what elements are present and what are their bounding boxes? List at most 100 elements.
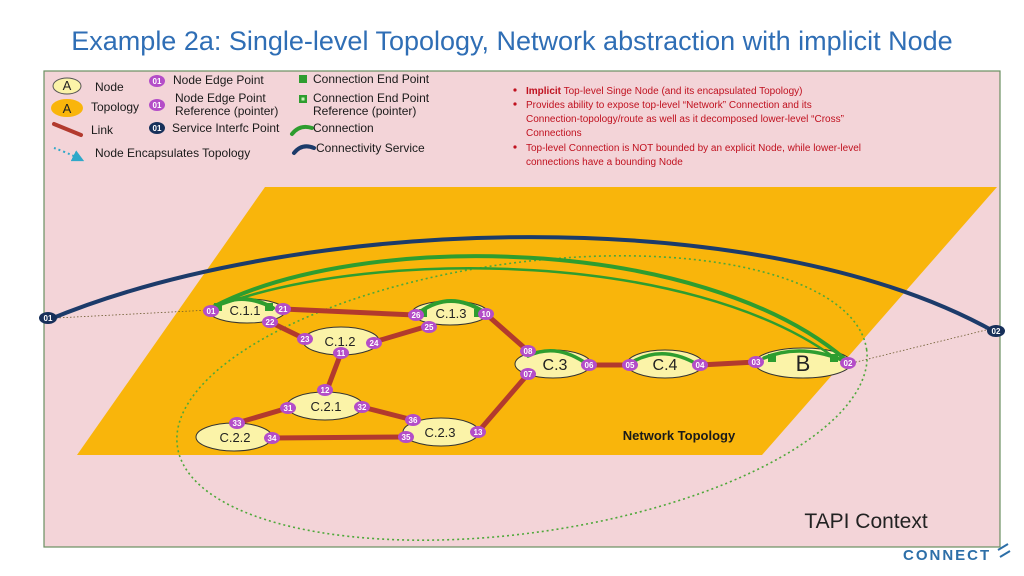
link-c21-c23 [359,404,416,423]
cep-c13-b[interactable] [474,309,482,317]
link-c13-c3 [483,311,531,354]
tapi-context-label: TAPI Context [804,510,927,533]
sip-right-label: 02 [992,327,1001,336]
nep-01-label: 01 [207,307,216,316]
nep-06[interactable] [581,359,597,371]
nep-22[interactable] [262,316,278,328]
nep-03[interactable] [748,356,764,368]
encapsulation-boundary [176,255,868,541]
legend-sip-key: 01 [153,124,162,133]
node-c21-label: C.2.1 [310,399,341,414]
nep-31[interactable] [280,402,296,414]
network-topology-label: Network Topology [623,428,736,443]
legend-sip-swatch [149,122,165,134]
neps: 01 21 22 23 11 24 26 25 10 12 31 32 33 3… [203,303,856,444]
node-c12-label: C.1.2 [324,334,355,349]
nep-24-label: 24 [370,339,379,348]
note-1-text: Top-level Singe Node (and its encapsulat… [561,86,802,97]
network-connection-outer[interactable] [211,254,848,362]
legend-nep-ref-label-1: Node Edge Point [175,91,266,105]
legend: A Node A Topology Link Node Encapsulates… [51,72,430,162]
nep-21-label: 21 [279,305,288,314]
nep-35[interactable] [398,431,414,443]
connect-logo: CONNECT [903,543,1011,564]
nep-34[interactable] [264,432,280,444]
connectivity-service[interactable] [47,235,996,334]
nep-04-label: 04 [696,361,705,370]
nep-32[interactable] [354,401,370,413]
legend-cep-label: Connection End Point [313,72,430,86]
nep-33[interactable] [229,417,245,429]
nep-13[interactable] [470,426,486,438]
nep-25[interactable] [421,321,437,333]
nep-31-label: 31 [284,404,293,413]
note-2-line-2: Connection-topology/route as well as it … [526,114,844,125]
legend-cep-ref-label-2: Reference (pointer) [313,104,416,118]
nep-36[interactable] [405,414,421,426]
cep-c11-a[interactable] [214,303,222,311]
nep-10-label: 10 [482,310,491,319]
link-c23-c3 [475,371,531,435]
legend-node-label: Node [95,80,124,94]
nep-23-label: 23 [301,335,310,344]
nep-11[interactable] [333,347,349,359]
legend-sip-label: Service Interfc Point [172,121,280,135]
nep-22-label: 22 [266,318,275,327]
link-c11-c13 [280,306,418,318]
nep-10[interactable] [478,308,494,320]
note-bullet-1 [513,88,517,92]
nep-25-label: 25 [425,323,434,332]
cep-b-a[interactable] [768,354,776,362]
sip-left[interactable] [39,312,57,324]
nep-24[interactable] [366,337,382,349]
sip-right[interactable] [987,325,1005,337]
network-connection-inner[interactable] [221,267,837,360]
nep-35-label: 35 [402,433,411,442]
cep-b-b[interactable] [830,354,838,362]
legend-cep-swatch [299,75,307,83]
legend-cep-ref-inner [301,97,305,101]
legend-node-key: A [63,78,72,93]
nep-06-label: 06 [585,361,594,370]
sips: 01 02 [39,312,1005,337]
note-3-line-2: connections have a bounding Node [526,157,683,168]
note-1-line-1: Implicit Top-level Singe Node (and its e… [526,86,802,97]
note-2-line-1: Provides ability to expose top-level “Ne… [526,100,812,111]
legend-nep-key: 01 [153,77,162,86]
node-c13-label: C.1.3 [435,306,466,321]
nep-21[interactable] [275,303,291,315]
connect-logo-text: CONNECT [903,547,991,564]
legend-topology-label: Topology [91,100,139,114]
legend-link-label: Link [91,123,114,137]
nep-12[interactable] [317,384,333,396]
nep-23[interactable] [297,333,313,345]
nep-26[interactable] [408,309,424,321]
nep-01[interactable] [203,305,219,317]
legend-topology-key: A [63,101,72,116]
nep-34-label: 34 [268,434,277,443]
nep-12-label: 12 [321,386,330,395]
legend-connection-label: Connection [313,121,374,135]
legend-node-swatch [52,77,82,95]
legend-encapsulates-label: Node Encapsulates Topology [95,146,250,160]
connection-c4[interactable] [632,352,695,364]
link-c4-b [697,359,759,368]
legend-cep-ref-label-1: Connection End Point [313,91,430,105]
cep-c11-b[interactable] [265,303,273,311]
nep-33-label: 33 [233,419,242,428]
legend-service-swatch [292,144,316,155]
nep-07[interactable] [520,368,536,380]
nep-08[interactable] [520,345,536,357]
note-1-bold: Implicit [526,86,562,97]
connect-logo-mark-icon [997,543,1011,558]
nep-02[interactable] [840,357,856,369]
connection-c13[interactable] [418,299,486,314]
nep-32-label: 32 [358,403,367,412]
legend-nep-swatch [149,75,165,87]
nep-05[interactable] [622,359,638,371]
nep-36-label: 36 [409,416,418,425]
nep-04[interactable] [692,359,708,371]
node-b-label: B [796,351,811,376]
legend-nep-label: Node Edge Point [173,73,264,87]
